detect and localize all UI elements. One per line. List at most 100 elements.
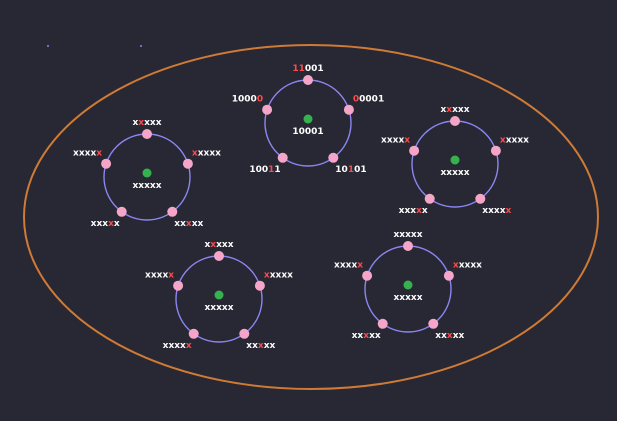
ring-node bbox=[262, 104, 273, 115]
node-label-part: xx bbox=[435, 331, 447, 341]
ring-node bbox=[116, 206, 127, 217]
ring-node bbox=[490, 145, 501, 156]
node-label-part: xxx bbox=[399, 206, 417, 216]
ring-node bbox=[409, 145, 420, 156]
node-label: xxxxx bbox=[132, 118, 161, 128]
node-label: xxxxx bbox=[453, 261, 482, 271]
node-label: xxxxx bbox=[246, 341, 275, 351]
ring-node bbox=[167, 206, 178, 217]
node-label-highlight: x bbox=[108, 219, 114, 229]
node-label-highlight: x bbox=[446, 105, 452, 115]
node-label-part: x bbox=[422, 206, 428, 216]
node-label-highlight: 11 bbox=[292, 64, 305, 74]
outer-ellipse bbox=[23, 44, 599, 390]
node-label-highlight: x bbox=[138, 118, 144, 128]
node-label-part: xxxx bbox=[198, 149, 221, 159]
node-label-part: xxxx bbox=[145, 271, 168, 281]
node-label: xxxxx bbox=[163, 341, 192, 351]
node-label-part: xx bbox=[246, 341, 258, 351]
node-label-part: xxxx bbox=[506, 136, 529, 146]
node-label-part: 1000 bbox=[232, 95, 257, 105]
node-label: xxxxx bbox=[264, 271, 293, 281]
node-label: xxxxx bbox=[482, 206, 511, 216]
ring-node bbox=[277, 152, 288, 163]
node-label: 10011 bbox=[249, 165, 280, 175]
node-label-part: xx bbox=[264, 341, 276, 351]
node-label-highlight: x bbox=[453, 261, 459, 271]
ring-node bbox=[424, 193, 435, 204]
node-label-part: xxxx bbox=[482, 206, 505, 216]
ring-node bbox=[428, 318, 439, 329]
node-label-highlight: x bbox=[258, 341, 264, 351]
ring-node bbox=[443, 270, 454, 281]
node-label-highlight: 0 bbox=[353, 95, 359, 105]
ring-node bbox=[239, 328, 250, 339]
ring-node bbox=[214, 251, 224, 261]
node-label-part: x bbox=[204, 240, 210, 250]
node-label-part: xxxx bbox=[270, 271, 293, 281]
center-label: 10001 bbox=[292, 127, 323, 137]
node-label-part: xxxx bbox=[334, 261, 357, 271]
center-dot bbox=[214, 290, 224, 300]
ring-node bbox=[182, 158, 193, 169]
node-label-highlight: x bbox=[186, 219, 192, 229]
node-label: xxxxx bbox=[440, 105, 469, 115]
ring-node bbox=[362, 270, 373, 281]
center-dot bbox=[403, 280, 413, 290]
node-label-part: x bbox=[132, 118, 138, 128]
node-label-part: xxx bbox=[216, 240, 234, 250]
node-label-part: xxxx bbox=[459, 261, 482, 271]
center-dot bbox=[303, 114, 313, 124]
node-label-part: xxxx bbox=[73, 149, 96, 159]
ring-node bbox=[343, 104, 354, 115]
node-label-highlight: x bbox=[357, 261, 363, 271]
node-label: xxxxx bbox=[334, 261, 363, 271]
node-label-highlight: 0 bbox=[257, 95, 263, 105]
ring-node bbox=[142, 129, 152, 139]
ring-node bbox=[377, 318, 388, 329]
node-label-part: xxx bbox=[452, 105, 470, 115]
ring-node bbox=[403, 241, 413, 251]
node-label: xxxxx bbox=[145, 271, 174, 281]
node-label-highlight: x bbox=[500, 136, 506, 146]
node-label: 10000 bbox=[232, 95, 263, 105]
node-label-highlight: x bbox=[186, 341, 192, 351]
ring-node bbox=[173, 280, 184, 291]
ring-node bbox=[188, 328, 199, 339]
node-label: 00001 bbox=[353, 95, 384, 105]
corner-dot bbox=[140, 45, 142, 47]
node-label: xxxxx bbox=[192, 149, 221, 159]
node-label-part: 100 bbox=[249, 165, 268, 175]
ring-node bbox=[450, 116, 460, 126]
node-label-part: xxx bbox=[91, 219, 109, 229]
ring-node bbox=[475, 193, 486, 204]
node-label-part: xx bbox=[174, 219, 186, 229]
node-label: 10101 bbox=[335, 165, 366, 175]
node-label: xxxxx bbox=[500, 136, 529, 146]
node-label-part: xx bbox=[352, 331, 364, 341]
node-label-part: xxxxx bbox=[393, 230, 422, 240]
node-label-part: 1 bbox=[274, 165, 280, 175]
node-label-highlight: x bbox=[404, 136, 410, 146]
center-label: xxxxx bbox=[204, 303, 233, 313]
node-label: xxxxx bbox=[174, 219, 203, 229]
node-label-highlight: x bbox=[96, 149, 102, 159]
node-label-part: 10 bbox=[335, 165, 348, 175]
node-label-highlight: x bbox=[363, 331, 369, 341]
node-label-highlight: 1 bbox=[348, 165, 354, 175]
node-label: xxxxx bbox=[393, 230, 422, 240]
node-label: xxxxx bbox=[204, 240, 233, 250]
node-label-part: 01 bbox=[354, 165, 367, 175]
ring-node bbox=[101, 158, 112, 169]
node-label-highlight: x bbox=[168, 271, 174, 281]
node-label-part: xx bbox=[192, 219, 204, 229]
node-label-part: xx bbox=[453, 331, 465, 341]
node-label-part: 0001 bbox=[359, 95, 384, 105]
node-label-part: xxxx bbox=[163, 341, 186, 351]
node-label-highlight: 1 bbox=[268, 165, 274, 175]
